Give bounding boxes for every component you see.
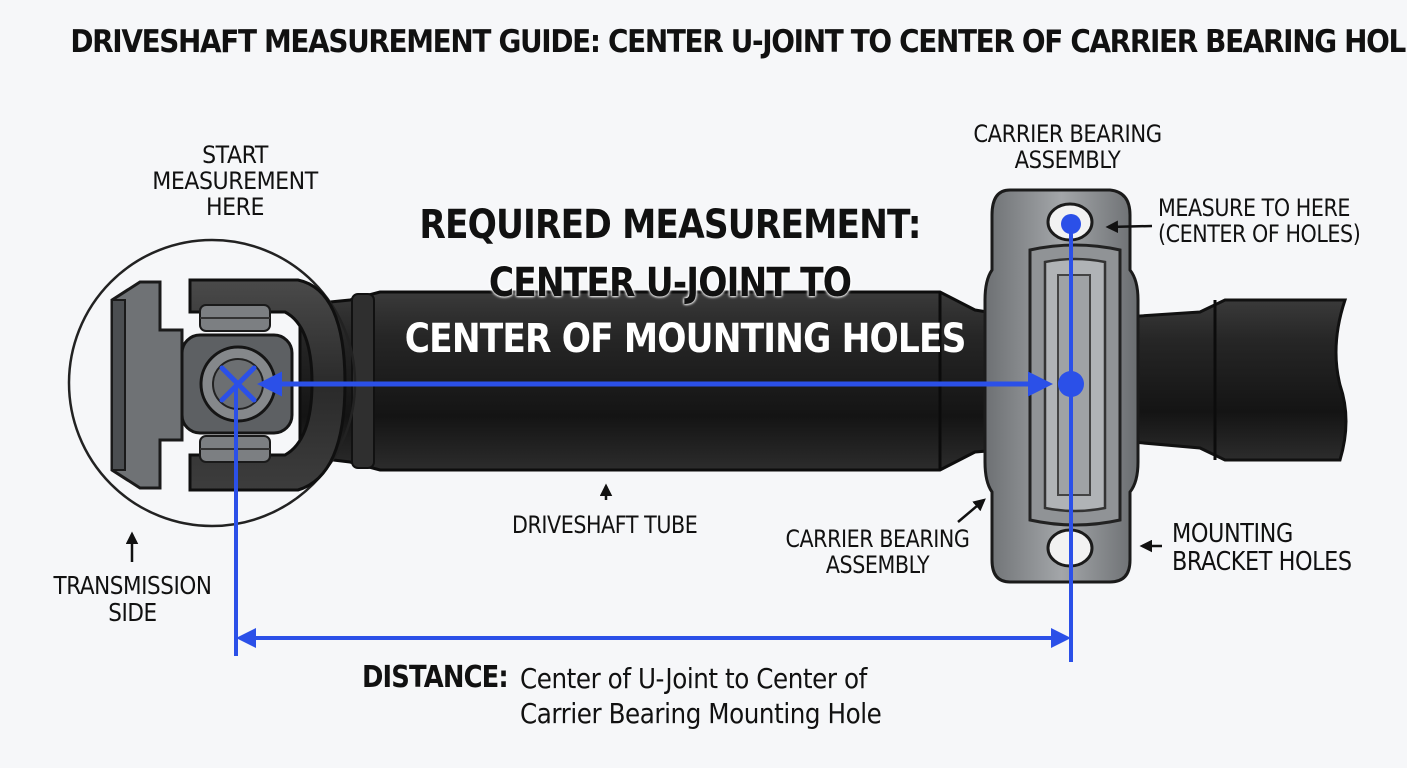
measure-line-1: MEASURE TO HERE	[1158, 194, 1351, 222]
carrier-top-line-1: CARRIER BEARING	[973, 120, 1162, 148]
measurement-overlay	[219, 214, 1084, 662]
measure-here-arrow-icon	[1105, 220, 1153, 234]
measure-to-here-label: MEASURE TO HERE (CENTER OF HOLES)	[1158, 194, 1361, 248]
transmission-side-label: TRANSMISSION SIDE	[53, 572, 212, 626]
distance-line-2: Carrier Bearing Mounting Hole	[520, 697, 882, 730]
start-line-3: HERE	[205, 192, 265, 221]
required-measurement-line-2: CENTER U-JOINT TO	[488, 260, 852, 306]
measure-line-2: (CENTER OF HOLES)	[1158, 219, 1361, 248]
required-measurement-line-1: REQUIRED MEASUREMENT:	[419, 202, 921, 248]
output-shaft	[1108, 298, 1348, 462]
carrier-bottom-line-1: CARRIER BEARING	[785, 525, 970, 553]
distance-label: DISTANCE:	[362, 660, 509, 695]
start-line-2: MEASUREMENT	[152, 166, 318, 195]
carrier-top-line-2: ASSEMBLY	[1014, 145, 1121, 174]
carrier-pointer-arrow-icon	[957, 498, 986, 523]
carrier-bottom-line-2: ASSEMBLY	[825, 550, 930, 579]
driveshaft-tube-label: DRIVESHAFT TUBE	[512, 511, 698, 539]
mounting-line-2: BRACKET HOLES	[1172, 547, 1352, 578]
carrier-bearing-bottom-label: CARRIER BEARING ASSEMBLY	[785, 525, 970, 579]
start-measurement-label: START MEASUREMENT HERE	[148, 141, 323, 221]
carrier-bearing-top-label: CARRIER BEARING ASSEMBLY	[973, 120, 1162, 174]
transmission-line-2: SIDE	[108, 598, 157, 627]
start-line-1: START	[202, 141, 268, 169]
mounting-line-1: MOUNTING	[1172, 519, 1293, 549]
page-title: DRIVESHAFT MEASUREMENT GUIDE: CENTER U-J…	[70, 24, 1407, 60]
pointer-arrows	[125, 220, 1162, 562]
transmission-line-1: TRANSMISSION	[53, 571, 212, 600]
mounting-bracket-holes-label: MOUNTING BRACKET HOLES	[1172, 520, 1352, 576]
u-joint	[110, 278, 347, 492]
distance-line-1: Center of U-Joint to Center of	[520, 662, 867, 695]
required-measurement-line-3: CENTER OF MOUNTING HOLES	[404, 316, 967, 362]
